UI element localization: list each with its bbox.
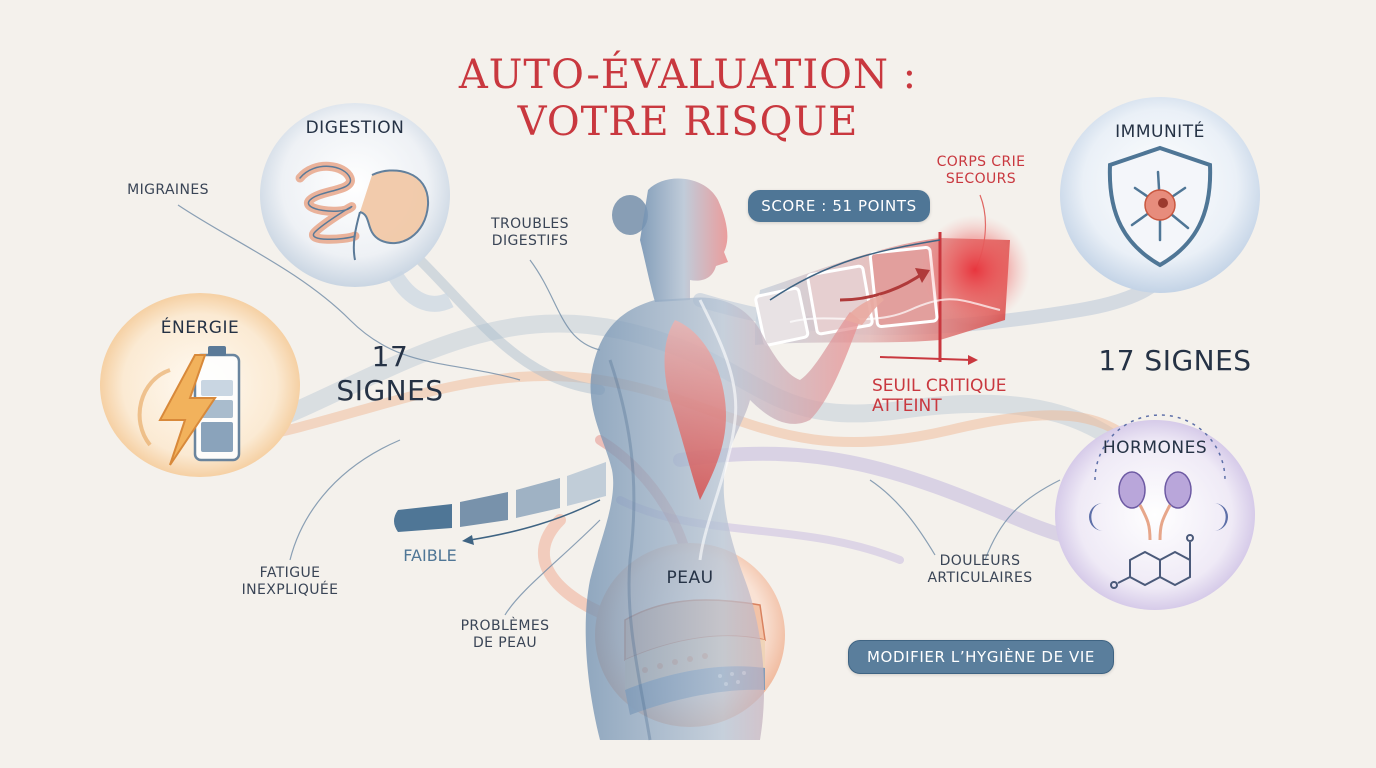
title-line-1: Auto-évaluation : [458,52,918,98]
symptom-peau-line-2: de peau [473,634,537,651]
bubble-label-peau: Peau [666,568,714,588]
scale-segment [394,504,452,532]
bubble-label-hormones: Hormones [1102,438,1208,458]
moon-icon [1089,414,1228,531]
kidneys-icon [1118,471,1192,541]
symptom-douleurs: Douleurs articulaires [910,553,1050,587]
symptom-fatigue-line-2: inexpliquée [241,581,339,598]
alert-label: Corps crie secours [918,154,1044,188]
scale-segment [754,286,810,347]
figure-head [640,178,728,302]
threshold-arrow [879,356,973,361]
woman-figure [585,178,884,741]
immune-cell-icon [1130,170,1190,242]
signs-count-right: 17 signes [1098,344,1252,377]
alert-label-line-2: secours [945,170,1017,187]
signs-count-left: 17 signes [320,340,460,407]
lightning-icon [137,354,217,466]
molecule-icon [1110,534,1194,589]
threshold-label-line-1: Seuil critique [872,376,1007,396]
scale-segment [516,478,560,518]
symptom-troubles-digestifs: Troubles digestifs [470,216,590,250]
symptom-douleurs-line-2: articulaires [927,569,1033,586]
figure-hand [845,295,884,325]
symptom-peau: Problèmes de peau [440,618,570,652]
score-badge: Score : 51 points [748,190,930,222]
bubble-hormones [1055,420,1255,610]
stomach-icon [352,169,430,261]
alert-glow [920,215,1030,325]
symptom-troubles-line-2: digestifs [491,232,569,249]
title-line-2: votre risque [517,99,859,146]
intestine-icon [295,161,360,244]
symptom-migraines: Migraines [127,182,209,198]
bubble-label-immunite: Immunité [1115,122,1205,142]
symptom-fatigue: Fatigue inexpliquée [220,565,360,599]
signs-count-left-word: signes [336,373,444,407]
alert-label-line-1: Corps crie [936,154,1026,170]
connector-lines [177,194,1061,616]
figure-red-core [664,320,726,500]
scale-segment [460,492,508,527]
symptom-fatigue-line-1: Fatigue [259,565,321,581]
rising-arrow [769,239,941,301]
symptom-troubles-line-1: Troubles [491,216,569,232]
low-scale [394,462,606,545]
symptom-douleurs-line-1: Douleurs [939,553,1021,569]
battery-icon [193,346,241,462]
scale-segment [567,462,606,506]
risk-scale [754,215,1030,365]
low-label: Faible [403,546,457,565]
threshold-label-line-2: atteint [872,396,942,417]
symptom-peau-line-1: Problèmes [460,618,550,634]
signs-count-left-number: 17 [371,340,409,373]
low-arrow [469,499,601,541]
action-badge: Modifier l’hygiène de vie [848,640,1114,674]
page-title: Auto-évaluation : votre risque [388,52,988,146]
bubble-label-digestion: Digestion [305,118,405,138]
figure-hair-bun [612,195,648,235]
bubble-label-energie: Énergie [160,318,240,338]
threshold-label: Seuil critique atteint [872,376,1022,417]
figure-torso [585,297,860,740]
